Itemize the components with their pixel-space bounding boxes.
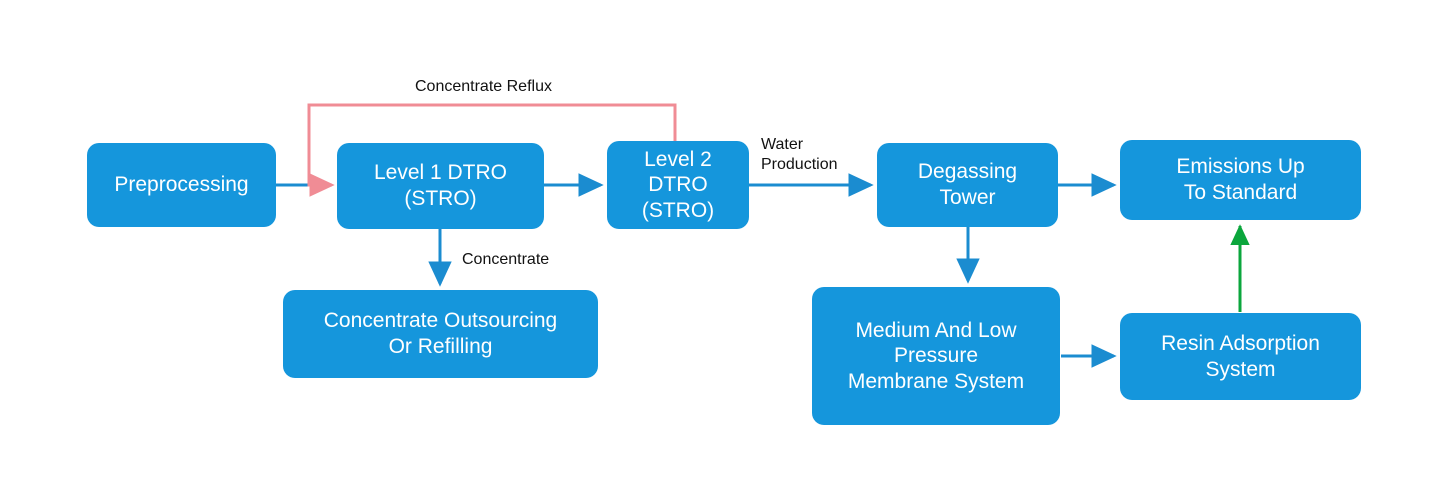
node-level-1-dtro[interactable]: Level 1 DTRO (STRO) xyxy=(337,143,544,229)
node-medium-and-low-pressure-membrane-system[interactable]: Medium And Low Pressure Membrane System xyxy=(812,287,1060,425)
node-resin-adsorption-system[interactable]: Resin Adsorption System xyxy=(1120,313,1361,400)
node-emissions-up-to-standard[interactable]: Emissions Up To Standard xyxy=(1120,140,1361,220)
node-preprocessing[interactable]: Preprocessing xyxy=(87,143,276,227)
node-concentrate-outsourcing-or-refilling[interactable]: Concentrate Outsourcing Or Refilling xyxy=(283,290,598,378)
node-level-2-dtro[interactable]: Level 2 DTRO (STRO) xyxy=(607,141,749,229)
edge-label-water-production: Water Production xyxy=(761,136,838,173)
node-degassing-tower[interactable]: Degassing Tower xyxy=(877,143,1058,227)
edge-label-concentrate: Concentrate xyxy=(462,251,550,268)
edge-label-concentrate-reflux: Concentrate Reflux xyxy=(415,78,552,95)
